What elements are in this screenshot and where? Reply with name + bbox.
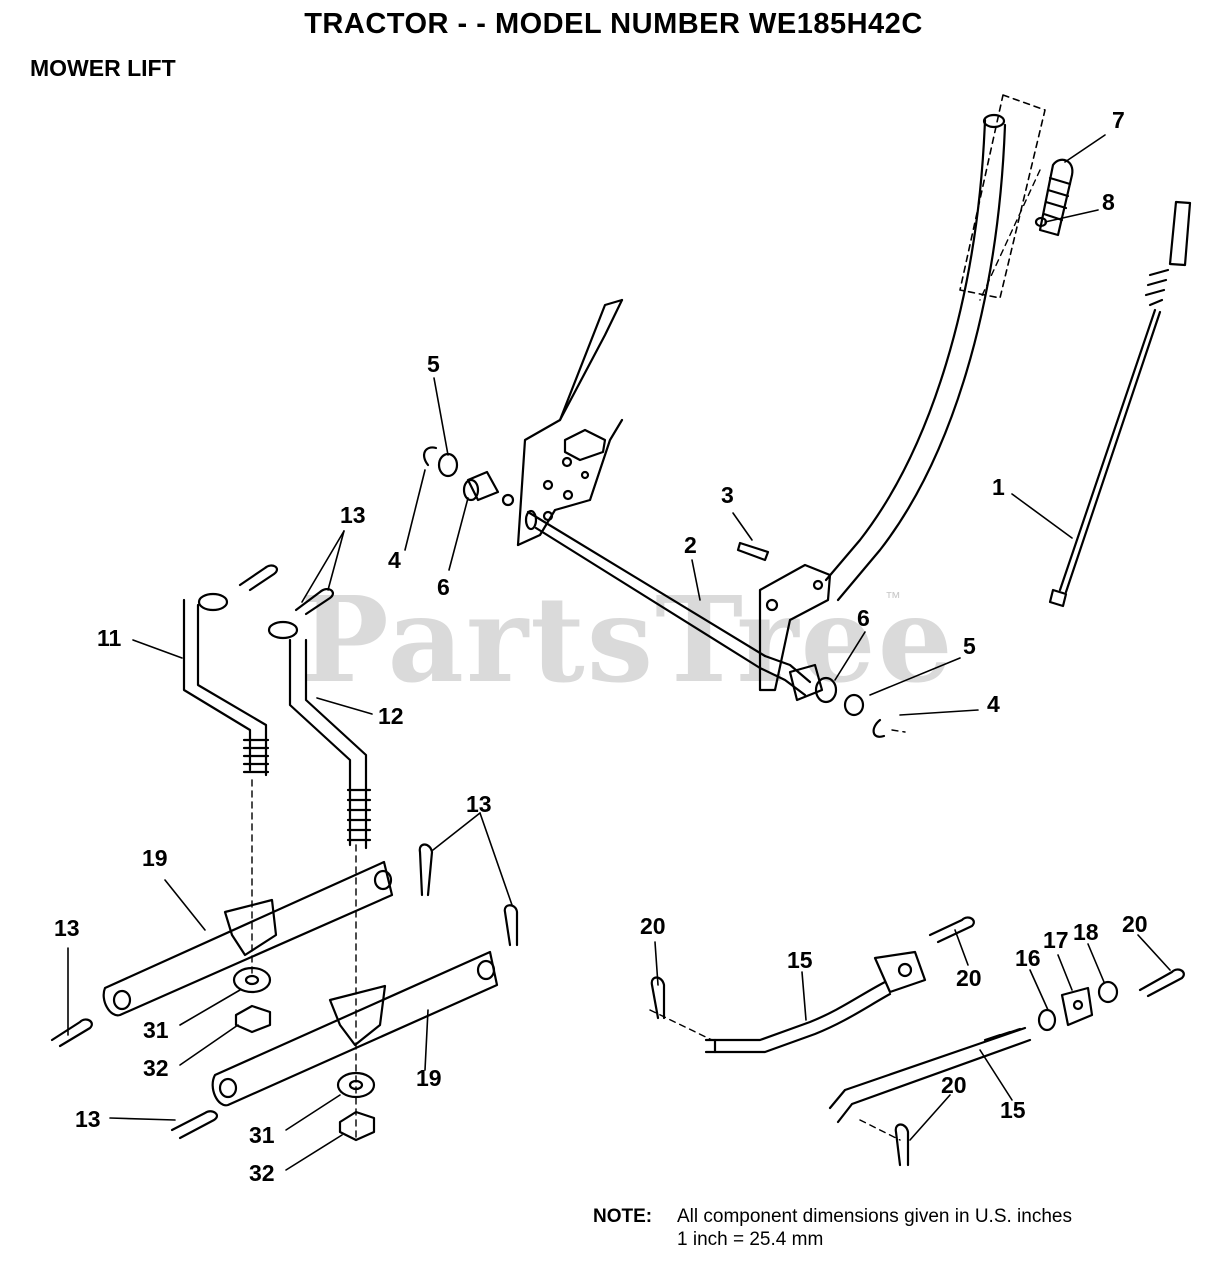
note-line-1: All component dimensions given in U.S. i…: [677, 1206, 1072, 1227]
callout-8: 8: [1102, 189, 1115, 215]
spacers-nuts: [232, 966, 376, 1142]
callout-7: 7: [1112, 107, 1125, 133]
lift-arm-right: [267, 620, 372, 850]
lift-link-lower: [211, 950, 499, 1107]
callout-19: 19: [142, 845, 168, 871]
adjust-rod-lower: [828, 1026, 1032, 1124]
handle-grip-outline: [959, 94, 1046, 299]
callout-11: 11: [97, 625, 122, 651]
callout-15: 15: [1000, 1097, 1026, 1123]
upper-bushings: [423, 446, 515, 507]
cross-shaft: [524, 509, 812, 697]
callout-3: 3: [721, 482, 734, 508]
page-title: TRACTOR - - MODEL NUMBER WE185H42C: [304, 8, 923, 40]
adjust-rod-upper: [704, 950, 927, 1054]
callout-13: 13: [54, 915, 80, 941]
callout-5: 5: [963, 633, 976, 659]
callout-6: 6: [857, 605, 870, 631]
alignment-lines: [251, 169, 1041, 1141]
hairpin-clips-upper: [238, 564, 335, 616]
cotter-pin: [736, 541, 770, 562]
callout-5: 5: [427, 351, 440, 377]
callout-2: 2: [684, 532, 697, 558]
callout-32: 32: [249, 1160, 275, 1186]
callout-17: 17: [1043, 927, 1069, 953]
lift-lever: [824, 113, 1007, 602]
handle-grip-spring: [1034, 158, 1074, 237]
callout-12: 12: [378, 703, 404, 729]
callout-13: 13: [340, 502, 366, 528]
trademark-symbol: ™: [885, 590, 901, 607]
section-title: MOWER LIFT: [30, 55, 176, 81]
note-line-2: 1 inch = 25.4 mm: [677, 1229, 824, 1250]
callout-20: 20: [1122, 911, 1148, 937]
trunnion-hardware: [1037, 980, 1119, 1032]
leader-lines: [67, 134, 1171, 1171]
callout-16: 16: [1015, 945, 1041, 971]
callout-20: 20: [941, 1072, 967, 1098]
callout-4: 4: [388, 547, 401, 573]
callout-18: 18: [1073, 919, 1099, 945]
callout-1: 1: [992, 474, 1005, 500]
callout-19: 19: [416, 1065, 442, 1091]
lower-bushings: [788, 663, 886, 738]
callout-20: 20: [956, 965, 982, 991]
mounting-plate: [516, 298, 624, 547]
lift-link-upper: [102, 860, 394, 1017]
lever-bracket: [758, 563, 832, 692]
callout-6: 6: [437, 574, 450, 600]
lift-link-rod: [1048, 200, 1192, 608]
hairpin-clips: [50, 843, 519, 1140]
callout-15: 15: [787, 947, 813, 973]
callout-32: 32: [143, 1055, 169, 1081]
callout-labels: 7 8 5 1 3 4 6 2 13 11 12 6 5 4 13 19 13 …: [54, 107, 1148, 1186]
callout-4: 4: [987, 691, 1000, 717]
note-body: All component dimensions given in U.S. i…: [677, 1205, 1072, 1251]
callout-31: 31: [249, 1122, 275, 1148]
callout-13: 13: [466, 791, 492, 817]
callout-31: 31: [143, 1017, 169, 1043]
dimension-note: NOTE: All component dimensions given in U…: [593, 1205, 1072, 1251]
hairpin-clips-20: [650, 916, 1185, 1167]
callout-13: 13: [75, 1106, 101, 1132]
lift-arm-left: [182, 592, 270, 777]
note-label: NOTE:: [593, 1206, 653, 1227]
callout-20: 20: [640, 913, 666, 939]
